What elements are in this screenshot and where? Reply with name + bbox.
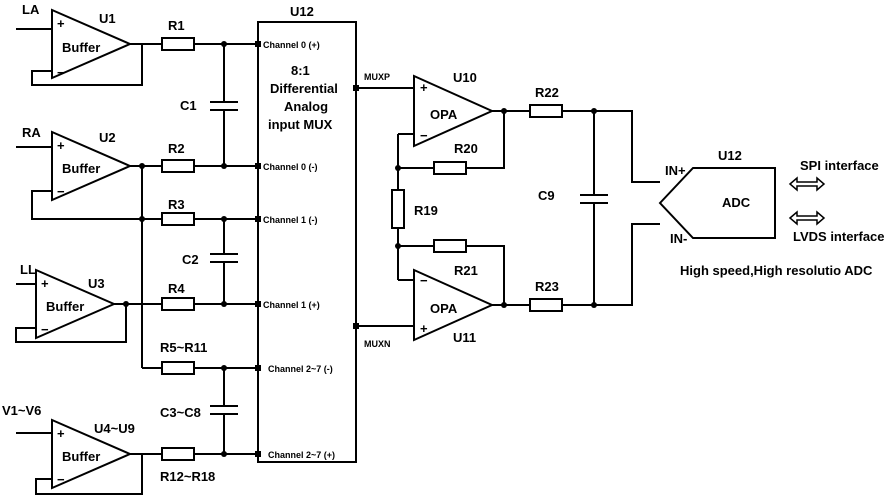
resistor-label-r20: R20 [454,141,478,156]
capacitor-c2 [210,216,238,307]
mux-title-2: Differential [270,81,338,96]
capacitor-c9 [580,108,608,308]
mux-output-muxn: MUXN [364,339,391,349]
resistor-r19 [391,189,405,229]
input-terminal-v [7,428,17,438]
mux-u12: U12 8:1 Differential Analog input MUX Ch… [255,4,359,463]
adc-block: ADC [658,167,776,239]
svg-text:+: + [41,276,49,291]
input-terminal-la [7,24,17,34]
resistor-r1 [161,37,258,51]
resistor-label-r23: R23 [535,279,559,294]
resistor-r5-r11 [161,361,258,375]
adc-label: ADC [722,195,751,210]
resistor-r4 [161,297,258,311]
adc-in-plus: IN+ [665,163,686,178]
svg-text:+: + [57,138,65,153]
spi-interface-label: SPI interface [800,158,879,173]
resistor-label-r1: R1 [168,18,185,33]
buffer-u3: + − Buffer [7,268,162,343]
opamp-u10: + − OPA [398,74,530,148]
adc-ref: U12 [718,148,742,163]
capacitor-label-c9: C9 [538,188,555,203]
resistor-r2 [161,159,258,173]
lvds-arrow-icon [788,210,826,226]
resistor-label-r19: R19 [414,203,438,218]
mux-pin-ch1n: Channel 1 (-) [263,215,318,225]
svg-text:−: − [57,65,65,80]
mux-ref: U12 [290,4,314,19]
input-label-la: LA [22,2,40,17]
svg-text:+: + [420,80,428,95]
mux-title-3: Analog [284,99,328,114]
spi-arrow-icon [788,176,826,192]
buffer-label: Buffer [62,40,100,55]
buffer-u1: + − Buffer [7,8,162,86]
buffer-label: Buffer [62,449,100,464]
input-label-ra: RA [22,125,41,140]
resistor-r20 [398,111,505,175]
svg-text:−: − [420,273,428,288]
resistor-r21 [398,239,505,305]
mux-pin-ch0n: Channel 0 (-) [263,162,318,172]
resistor-label-r21: R21 [454,263,478,278]
buffer-ref-u3: U3 [88,276,105,291]
svg-text:−: − [57,472,65,487]
buffer-ref-u1: U1 [99,11,116,26]
resistor-label-r5-r11: R5~R11 [160,340,207,355]
capacitor-label-c2: C2 [182,252,199,267]
buffer-label: Buffer [46,299,84,314]
resistor-r12-r18 [161,447,258,461]
svg-text:−: − [420,128,428,143]
buffer-label: Buffer [62,161,100,176]
svg-text:+: + [57,16,65,31]
opamp-label: OPA [430,107,458,122]
svg-text:−: − [57,184,65,199]
mux-pin-ch27p: Channel 2~7 (+) [268,450,335,460]
buffer-ref-u4-u9: U4~U9 [94,421,135,436]
input-label-ll: LL [20,262,36,277]
mux-pin-ch0p: Channel 0 (+) [263,40,320,50]
opamp-ref-u11: U11 [453,330,476,345]
opamp-u11: − + OPA [398,268,530,342]
resistor-label-r4: R4 [168,281,185,296]
mux-title-1: 8:1 [291,63,310,78]
svg-text:−: − [41,322,49,337]
mux-pin-ch27n: Channel 2~7 (-) [268,364,333,374]
resistor-label-r12-r18: R12~R18 [160,469,215,484]
input-terminal-ll [7,279,17,289]
opamp-label: OPA [430,301,458,316]
resistor-label-r2: R2 [168,141,185,156]
svg-text:+: + [57,426,65,441]
buffer-u4-u9: + − Buffer [7,418,162,495]
buffer-ref-u2: U2 [99,130,116,145]
input-terminal-ra [7,142,17,152]
capacitor-c3-c8 [210,365,238,457]
resistor-r3 [161,212,258,226]
adc-caption: High speed,High resolutio ADC [680,263,873,278]
opamp-ref-u10: U10 [453,70,477,85]
svg-text:+: + [420,321,428,336]
adc-in-minus: IN- [670,231,687,246]
lvds-interface-label: LVDS interface [793,229,885,244]
resistor-label-r3: R3 [168,197,185,212]
resistor-label-r22: R22 [535,85,559,100]
buffer-u2: + − Buffer [7,130,162,220]
capacitor-label-c1: C1 [180,98,197,113]
mux-title-4: input MUX [268,117,333,132]
mux-pin-ch1p: Channel 1 (+) [263,300,320,310]
capacitor-label-c3-c8: C3~C8 [160,405,201,420]
capacitor-c1 [210,41,238,169]
input-label-v: V1~V6 [2,403,41,418]
mux-output-muxp: MUXP [364,72,390,82]
